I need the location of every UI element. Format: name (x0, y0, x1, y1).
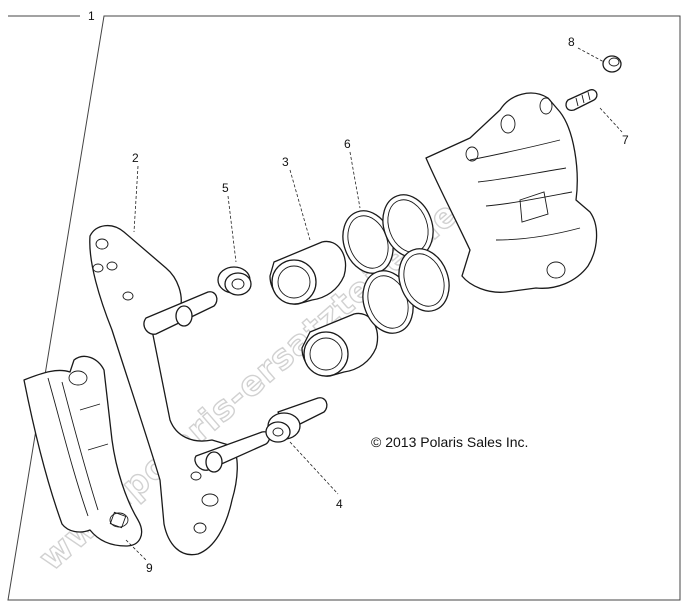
lower-piston (301, 312, 379, 377)
leader-lines (125, 47, 623, 561)
caliper-body (425, 92, 598, 293)
lower-pin-and-boot (265, 397, 328, 443)
upper-piston (269, 240, 347, 305)
callout-8: 8 (568, 35, 575, 49)
callout-9: 9 (146, 561, 153, 575)
callout-1: 1 (88, 9, 95, 23)
upper-pin-boot (217, 266, 252, 296)
callout-3: 3 (282, 155, 289, 169)
callout-6: 6 (344, 137, 351, 151)
brake-pad (23, 355, 143, 547)
piston-seals (342, 194, 450, 334)
callout-5: 5 (222, 181, 229, 195)
bleeder-screw (565, 89, 598, 111)
callout-2: 2 (132, 151, 139, 165)
caliper-bracket (89, 225, 238, 556)
copyright-notice: © 2013 Polaris Sales Inc. (371, 434, 528, 450)
callout-4: 4 (336, 497, 343, 511)
bleeder-cap (602, 55, 622, 73)
upper-guide-pin (143, 291, 218, 335)
callout-7: 7 (622, 133, 629, 147)
